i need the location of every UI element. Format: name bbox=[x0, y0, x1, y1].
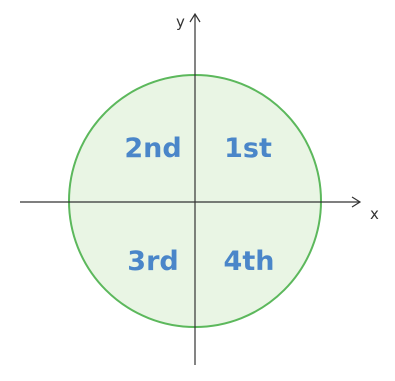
y-axis-arrow bbox=[189, 12, 201, 23]
quadrant-label-first: 1st bbox=[224, 133, 272, 164]
quadrant-label-fourth: 4th bbox=[224, 246, 275, 277]
y-axis-label: y bbox=[176, 13, 185, 31]
quadrant-label-second: 2nd bbox=[124, 133, 181, 164]
quadrant-label-third: 3rd bbox=[127, 246, 178, 277]
x-axis-arrow bbox=[351, 196, 362, 208]
x-axis-label: x bbox=[370, 205, 379, 223]
